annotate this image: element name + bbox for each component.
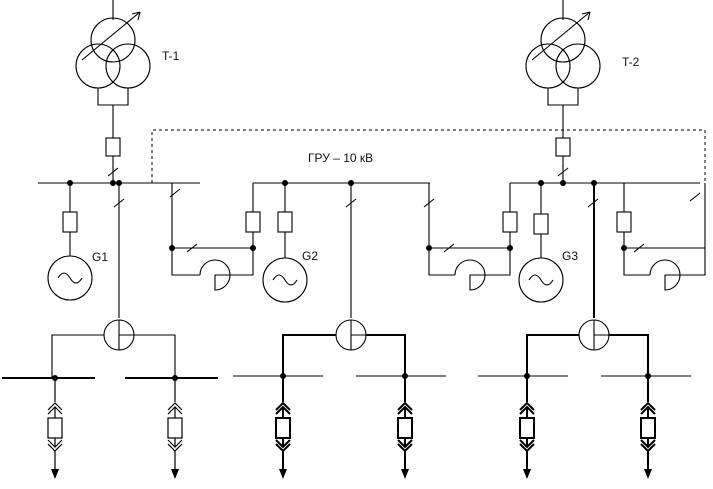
generator-g1 (47, 183, 93, 301)
transformer-t2 (525, 0, 601, 183)
sectional-reactor-2-3 (423, 183, 518, 291)
generator-g3 (518, 183, 564, 303)
reactor-feeder-1 (51, 183, 176, 378)
distribution-buses (2, 373, 691, 381)
feeder-cell (167, 378, 183, 479)
bus-label: ГРУ – 10 кВ (308, 151, 373, 165)
feeder-cell (519, 378, 535, 479)
outgoing-feeders (47, 378, 656, 479)
sectional-reactor-3 (616, 183, 706, 291)
transformer-t1 (75, 0, 151, 183)
g1-label: G1 (92, 250, 108, 264)
g2-label: G2 (302, 249, 318, 263)
t1-label: T-1 (162, 49, 180, 63)
reactor-feeder-3 (526, 183, 649, 378)
g3-label: G3 (562, 249, 578, 263)
generator-g2 (262, 183, 308, 303)
feeder-cell (397, 378, 413, 479)
sectional-reactor-1-2 (169, 183, 261, 291)
feeder-cell (47, 378, 63, 479)
feeder-cell (640, 378, 656, 479)
feeder-cell (275, 378, 291, 479)
dashed-link (151, 129, 706, 183)
t2-label: T-2 (622, 55, 640, 69)
bus-section-3 (510, 180, 701, 202)
bus-section-2 (253, 180, 430, 186)
reactor-feeder-2 (282, 183, 406, 378)
